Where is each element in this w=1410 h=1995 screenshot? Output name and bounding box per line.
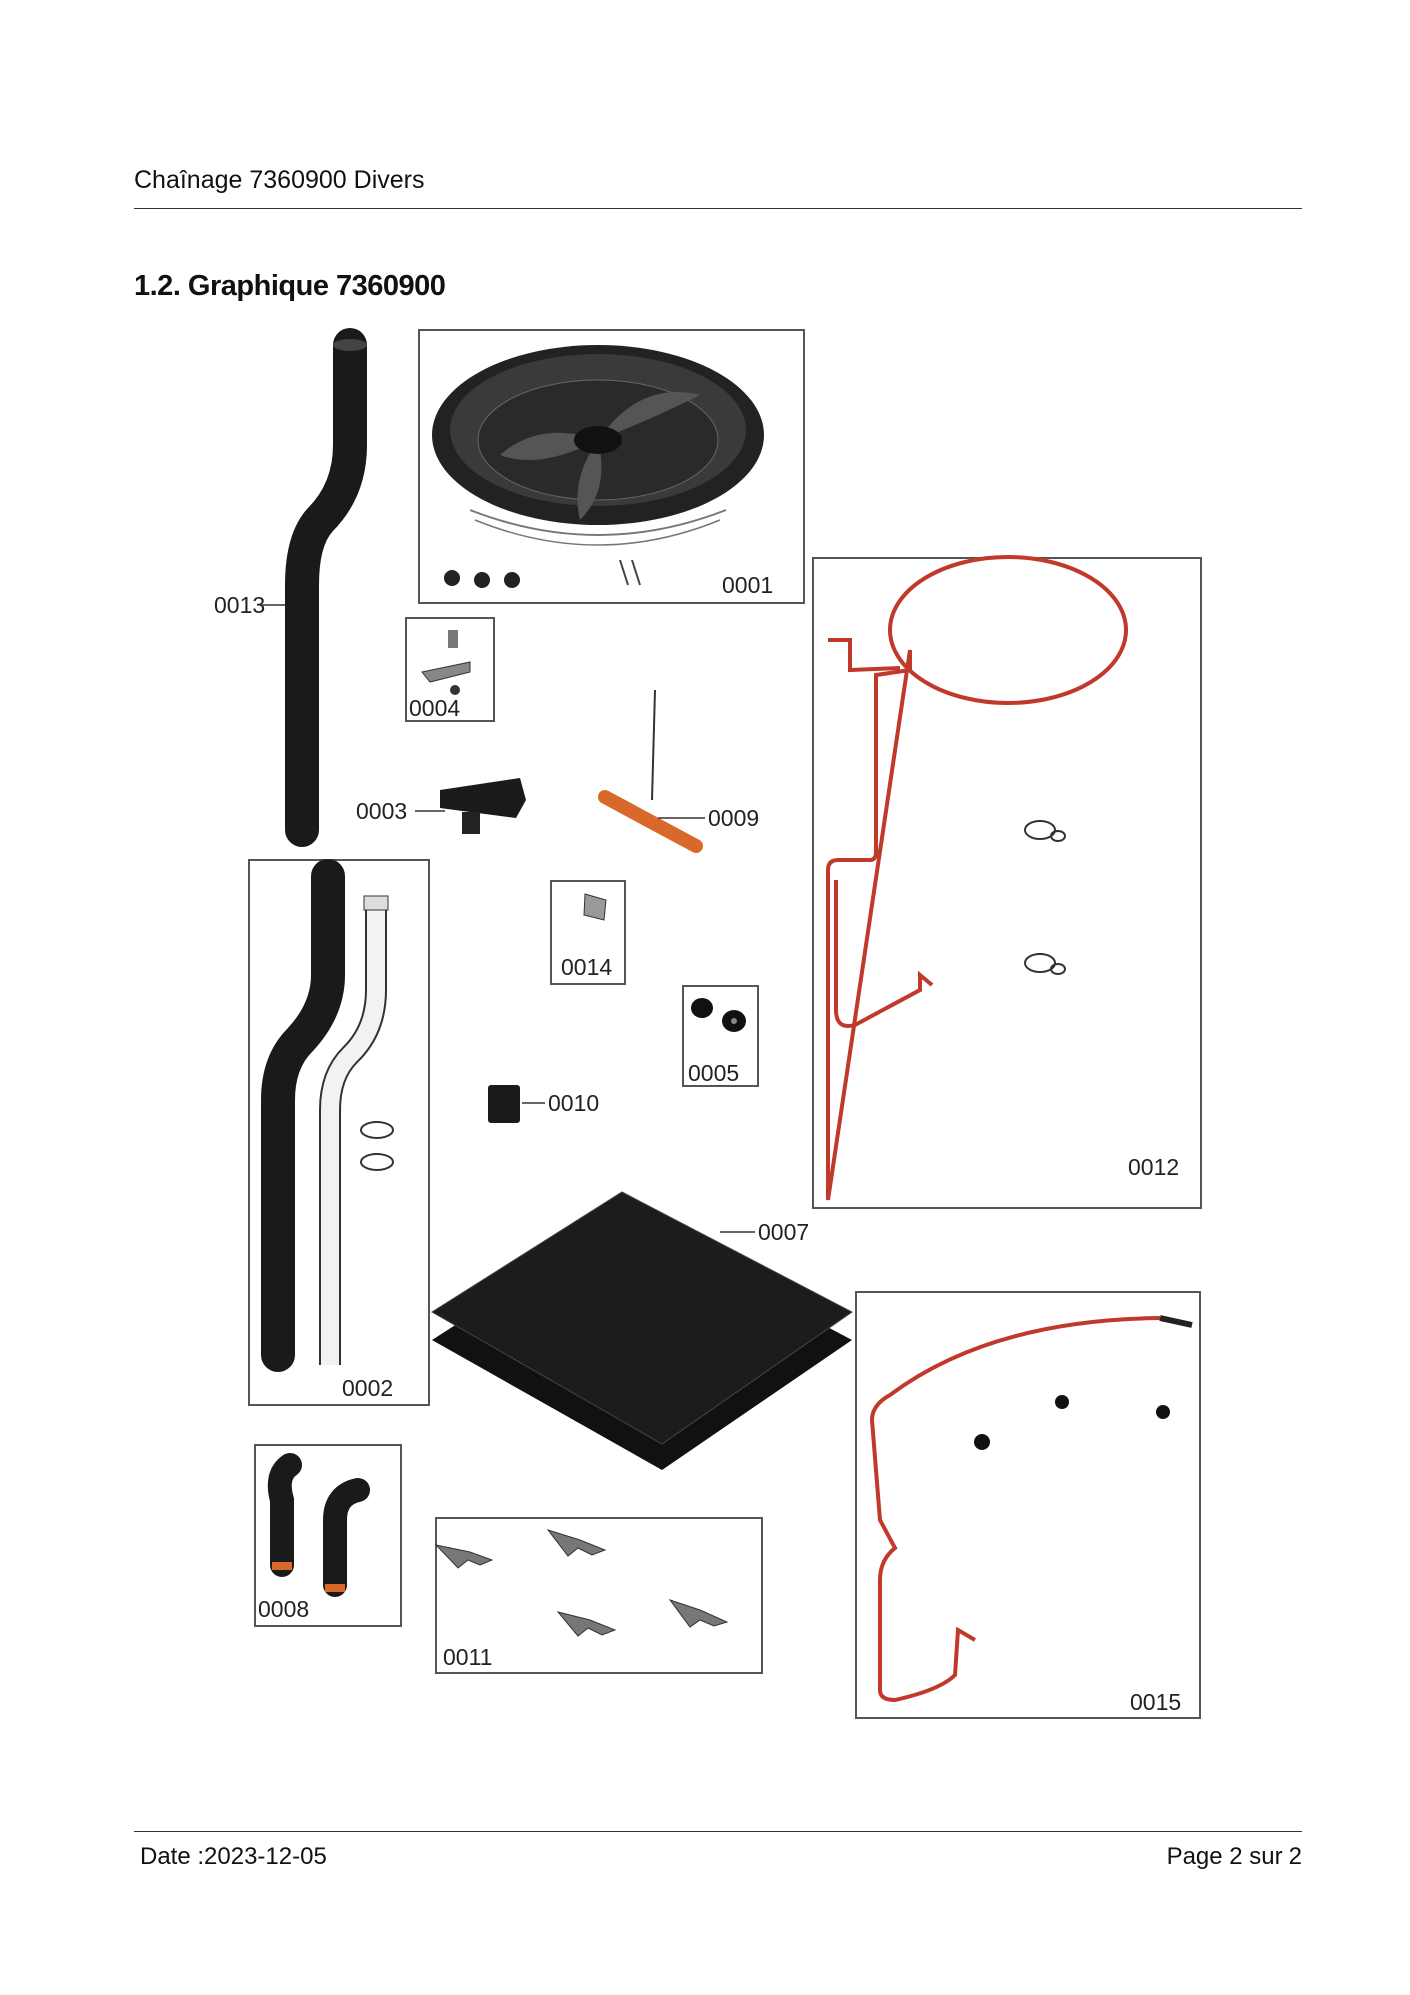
label-0015: 0015	[1130, 1689, 1181, 1715]
part-0014-plate: 0014	[550, 880, 626, 985]
part-0005-washers: 0005	[682, 985, 759, 1087]
part-0007-mats: 0007	[431, 1191, 853, 1470]
document-header-title: Chaînage 7360900 Divers	[134, 166, 425, 194]
part-0004-bracket: 0004	[405, 617, 495, 722]
label-0014: 0014	[561, 954, 612, 980]
header-rule	[134, 208, 1302, 209]
part-0003-block: 0003	[356, 778, 526, 834]
section-title: 1.2. Graphique 7360900	[134, 270, 446, 302]
label-0010: 0010	[548, 1090, 599, 1116]
label-0013: 0013	[214, 592, 265, 618]
label-0012: 0012	[1128, 1154, 1179, 1180]
part-0008-elbows: 0008	[254, 1444, 402, 1627]
label-0005: 0005	[688, 1060, 739, 1086]
label-0008: 0008	[258, 1596, 309, 1622]
part-0009-rod: 0009	[598, 689, 759, 853]
footer-page-label: Page 2 sur	[1166, 1843, 1283, 1870]
label-0002: 0002	[342, 1375, 393, 1401]
label-0009: 0009	[708, 805, 759, 831]
part-0012-red-pipe: 0012	[812, 555, 1202, 1209]
footer-rule	[134, 1831, 1302, 1832]
label-0004: 0004	[409, 695, 460, 721]
part-0002-pipes: 0002	[248, 859, 430, 1406]
part-0015-red-pipe: 0015	[855, 1291, 1201, 1719]
footer-page-total: 2	[1288, 1843, 1302, 1870]
label-0003: 0003	[356, 798, 407, 824]
part-0001-fan: 0001	[418, 329, 805, 604]
part-0013-pipe: 0013	[214, 328, 367, 847]
label-0001: 0001	[722, 572, 773, 598]
footer-date: Date :2023-12-05	[140, 1843, 327, 1870]
part-0010-clip: 0010	[488, 1085, 599, 1123]
label-0011: 0011	[443, 1644, 492, 1670]
label-0007: 0007	[758, 1219, 809, 1245]
part-0011-clips: 0011	[434, 1517, 763, 1674]
